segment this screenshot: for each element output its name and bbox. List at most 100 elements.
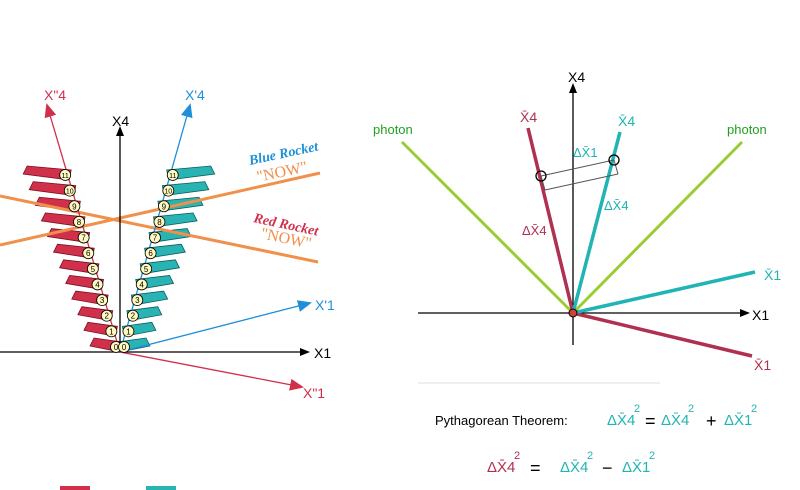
blue-tick-number: 10 <box>164 189 172 196</box>
blue-tick-circle <box>144 247 157 260</box>
blue-tick-number: 2 <box>131 312 136 321</box>
eq1-term1-exp: 2 <box>688 403 694 415</box>
pythagorean-label: Pythagorean Theorem: <box>435 413 568 428</box>
red-tick-number: 2 <box>105 312 110 321</box>
blue-tick-circle <box>166 169 179 181</box>
eq2-term1-exp: 2 <box>587 450 593 462</box>
eq1-term1: ΔX̄4 <box>661 412 689 429</box>
red-tick-circle <box>100 309 113 322</box>
red-space-axis-label: X"1 <box>303 385 325 401</box>
blue-tick-number: 1 <box>126 327 131 336</box>
teal-time-axis-label-right: X̄4 <box>618 113 635 129</box>
photon-label-left: photon <box>373 122 413 137</box>
red-tick-number: 4 <box>95 280 100 289</box>
delta-x4-teal-label: ΔX̄4 <box>604 198 629 213</box>
red-tick-number: 10 <box>66 189 74 196</box>
blue-tick-number: 5 <box>144 265 149 274</box>
red-time-axis-line-right <box>526 127 575 314</box>
blue-tick-circle <box>162 184 175 197</box>
left-x1-label: X1 <box>314 345 331 361</box>
eq2-term2-exp: 2 <box>649 450 655 462</box>
red-tick-circle <box>96 294 109 306</box>
red-tick-number: 6 <box>86 249 91 258</box>
red-tick-number: 5 <box>91 265 96 274</box>
photon-line-left <box>400 140 575 315</box>
teal-space-axis-line-right <box>572 270 756 315</box>
red-now-line <box>0 194 319 264</box>
red-space-axis-label-right: X̄1 <box>754 357 771 373</box>
red-tick-number: 1 <box>109 327 114 336</box>
delta-x4-red-label: ΔX̄4 <box>522 223 547 238</box>
eq2-equals: = <box>530 458 541 478</box>
blue-time-axis-label: X'4 <box>185 87 205 103</box>
right-diagram: X4 X1 photon photon X̄4 X̄4 X̄1 X̄1 ΔX̄1… <box>373 69 781 384</box>
legend-red-swatch <box>60 486 90 490</box>
right-x4-label: X4 <box>568 69 585 85</box>
blue-tick-number: 7 <box>153 234 158 243</box>
blue-tick-circle <box>131 294 144 306</box>
eq1-plus: + <box>706 411 717 431</box>
red-tick-circle <box>91 278 104 291</box>
teal-time-axis-line-right <box>571 131 622 314</box>
red-tick-circle <box>86 262 99 275</box>
eq1-lhs-exp: 2 <box>634 403 640 415</box>
delta-x1-segment <box>540 159 615 177</box>
red-tick-circle <box>105 325 118 338</box>
red-space-axis-line-right <box>572 311 753 358</box>
blue-tick-circle <box>153 216 166 228</box>
blue-tick-circle <box>140 262 153 275</box>
blue-tick-number: 6 <box>148 249 153 258</box>
eq2-term2: ΔX̄1 <box>622 459 650 476</box>
left-x4-label: X4 <box>112 113 129 129</box>
eq2-lhs-exp: 2 <box>514 450 520 462</box>
event-marker-teal <box>608 154 620 166</box>
red-tick-number: 9 <box>72 202 77 211</box>
eq1-lhs: ΔX̄4 <box>607 412 635 429</box>
event-marker-red <box>535 170 547 182</box>
red-tick-circle <box>59 169 72 181</box>
red-space-axis-line <box>119 351 304 391</box>
blue-tick-circle <box>135 278 148 291</box>
red-tick-circle <box>77 231 90 244</box>
red-tick-number: 8 <box>77 218 82 227</box>
blue-tick-number: 8 <box>157 218 162 227</box>
blue-tick-number: 11 <box>169 173 176 180</box>
red-tick-circle <box>68 200 81 213</box>
blue-tick-number: 0 <box>122 343 127 352</box>
delta-x1-bracket-left <box>540 175 546 191</box>
equations: Pythagorean Theorem: ΔX̄4 2 = ΔX̄4 2 + Δ… <box>435 403 757 478</box>
eq2-lhs: ΔX̄4 <box>487 459 515 476</box>
delta-x1-bracket-right <box>613 159 619 175</box>
blue-space-axis-line <box>119 300 312 353</box>
eq1-term2-exp: 2 <box>751 403 757 415</box>
red-tick-circle <box>73 216 85 228</box>
blue-tick-circle <box>118 341 130 353</box>
blue-tick-circle <box>122 325 135 338</box>
eq1-term2: ΔX̄1 <box>724 412 752 429</box>
teal-space-axis-label-right: X̄1 <box>764 267 781 283</box>
red-time-axis-label: X"4 <box>44 87 66 103</box>
red-tick-circle <box>63 184 76 197</box>
blue-tick-number: 9 <box>162 202 167 211</box>
legend-teal-swatch <box>146 486 176 490</box>
blue-tick-circle <box>157 200 170 213</box>
red-tick-number: 7 <box>81 234 86 243</box>
blue-tick-circle <box>149 231 161 244</box>
delta-x1-label: ΔX̄1 <box>573 145 598 160</box>
eq2-term1: ΔX̄4 <box>560 459 588 476</box>
red-time-axis-label-right: X̄4 <box>520 109 537 125</box>
origin-marker <box>568 308 578 318</box>
photon-label-right: photon <box>727 122 767 137</box>
blue-tick-circle <box>126 309 139 322</box>
blue-space-axis-label: X'1 <box>315 297 335 313</box>
eq1-equals: = <box>645 411 656 431</box>
red-tick-number: 3 <box>100 296 105 305</box>
blue-tick-number: 4 <box>139 280 144 289</box>
blue-tick-number: 3 <box>135 296 140 305</box>
red-tick-circle <box>82 247 95 260</box>
photon-line-right <box>571 140 744 315</box>
red-tick-number: 0 <box>114 343 119 352</box>
